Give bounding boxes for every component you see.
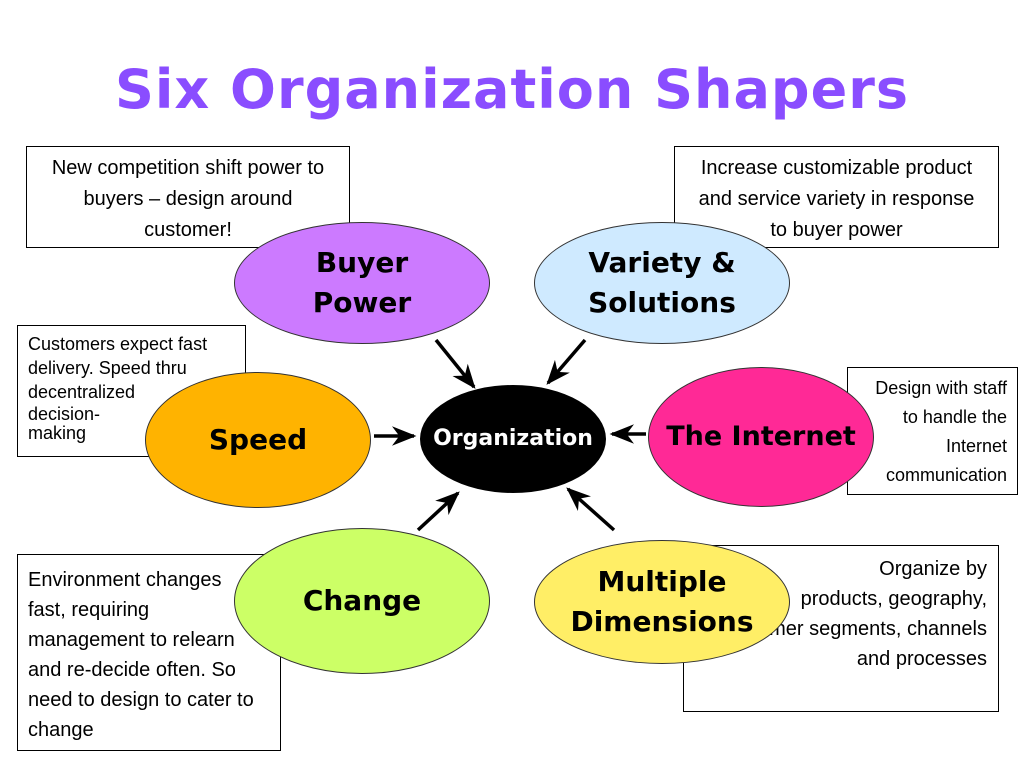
note-line: and processes: [856, 648, 987, 670]
center-label: Organization: [433, 426, 593, 451]
note-line: and re-decide often. So: [28, 659, 236, 681]
multiple-dimensions-node: Multiple Dimensions: [534, 540, 790, 664]
speed-node: Speed: [145, 372, 371, 508]
note-line: Customers expect fast: [28, 334, 208, 354]
note-line: management to relearn: [28, 629, 235, 651]
note-line: customer!: [144, 219, 232, 241]
note-line: Organize by: [879, 558, 987, 580]
note-line: need to design to cater to: [28, 689, 254, 711]
note-line: change: [28, 719, 94, 741]
node-label-line: Multiple: [597, 565, 727, 598]
node-label: Change: [302, 584, 422, 617]
internet-node: The Internet: [648, 367, 874, 507]
node-label-line: Dimensions: [570, 605, 754, 638]
node-label-line: Buyer: [315, 246, 409, 279]
slide-title: Six Organization Shapers: [115, 58, 909, 121]
note-line: to buyer power: [770, 219, 903, 241]
node-label: Speed: [208, 423, 308, 456]
organization-center-node: Organization: [420, 385, 606, 493]
internet-note: Design with staff to handle the Internet…: [847, 367, 1018, 495]
buyer-power-note: New competition shift power to buyers – …: [26, 146, 350, 248]
note-line: Increase customizable product: [700, 157, 973, 179]
node-label-line: Variety &: [588, 246, 736, 279]
arrow-buyer-to-org: [434, 338, 476, 389]
arrow-multiple-to-org: [566, 487, 616, 532]
node-label: The Internet: [666, 421, 856, 452]
note-line: customer segments, channels: [721, 618, 987, 640]
note-line: New competition shift power to: [51, 157, 325, 179]
note-line: buyers – design around: [83, 188, 293, 210]
note-line: delivery. Speed thru: [28, 358, 187, 378]
buyer-power-node: Buyer Power: [234, 222, 490, 344]
note-line: Internet: [945, 436, 1007, 456]
note-line: Design with staff: [875, 378, 1007, 398]
node-label-line: Power: [312, 286, 412, 319]
note-line: to handle the: [902, 407, 1007, 427]
node-label-line: Solutions: [588, 286, 736, 319]
note-line: decentralized: [28, 382, 136, 402]
change-node: Change: [234, 528, 490, 674]
arrow-variety-to-org: [546, 338, 587, 385]
note-line: and service variety in response: [698, 188, 975, 210]
note-line: products, geography,: [800, 588, 987, 610]
note-line: Environment changes: [28, 569, 222, 591]
note-line: making: [28, 423, 87, 443]
variety-solutions-node: Variety & Solutions: [534, 222, 790, 344]
note-line: decision-: [28, 404, 101, 424]
note-line: fast, requiring: [28, 599, 150, 621]
arrow-change-to-org: [416, 491, 460, 532]
note-line: communication: [885, 465, 1007, 485]
